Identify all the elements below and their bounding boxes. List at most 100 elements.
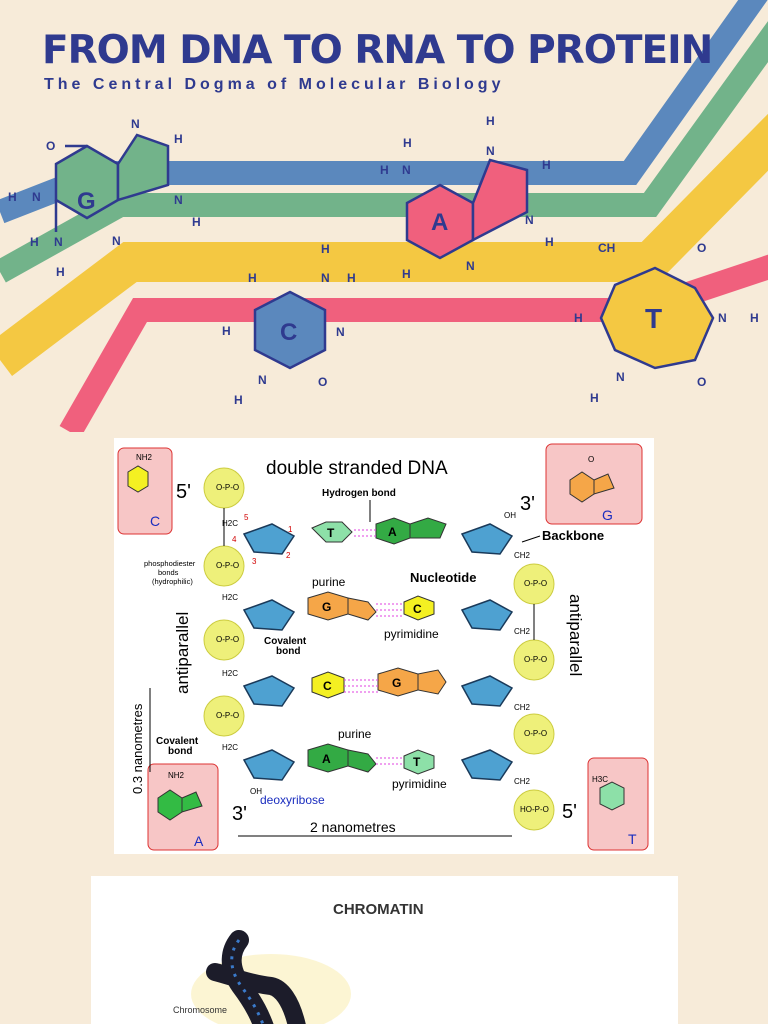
sugar-r1 xyxy=(460,523,514,555)
sugar-l4 xyxy=(242,749,296,781)
yellow-stripe xyxy=(0,113,768,376)
ch2-r4: CH2 xyxy=(514,777,531,786)
chromosome-illustration xyxy=(191,930,351,1024)
corner-c-letter: C xyxy=(150,513,160,529)
t-h-left: H xyxy=(574,311,583,325)
covalent-bond-label-1b: bond xyxy=(276,646,300,657)
svg-text:O-P-O: O-P-O xyxy=(216,711,239,720)
blue-stripe xyxy=(0,0,768,224)
t-ch: CH xyxy=(598,241,615,255)
t-n-right: N xyxy=(718,311,727,325)
h2c-4: H2C xyxy=(222,743,238,752)
chromatin-title: CHROMATIN xyxy=(333,901,424,918)
c-n-amine: N xyxy=(321,271,330,285)
a-letter: A xyxy=(431,209,448,236)
g-o: O xyxy=(46,139,55,153)
pyrimidine-label-top: pyrimidine xyxy=(384,627,439,641)
five-prime-top: 5' xyxy=(176,481,191,503)
corner-a-nh2: NH2 xyxy=(168,771,185,780)
oh-bottom-left: OH xyxy=(250,787,262,796)
covalent-bond-label-2b: bond xyxy=(168,746,192,757)
pair4-left: A xyxy=(322,752,331,766)
svg-text:O-P-O: O-P-O xyxy=(524,579,547,588)
page-title: FROM DNA TO RNA TO PROTEIN xyxy=(42,28,713,73)
c-n-bottom: N xyxy=(258,373,267,387)
a-h-amine-left: H xyxy=(380,163,389,177)
pyrimidine-label-bottom: pyrimidine xyxy=(392,777,447,791)
g-h-right: H xyxy=(174,132,183,146)
five-prime-bottom: 5' xyxy=(562,801,577,823)
deoxyribose-label: deoxyribose xyxy=(260,793,325,807)
covalent-bond-label-1: Covalent xyxy=(264,636,307,647)
a-n-top: N xyxy=(486,144,495,158)
chromosome-label: Chromosome xyxy=(173,1005,227,1015)
h2c-2: H2C xyxy=(222,593,238,602)
c-h-amine-right: H xyxy=(347,271,356,285)
carbon-2: 2 xyxy=(286,551,291,560)
corner-a-letter: A xyxy=(194,833,204,849)
antiparallel-right: antiparallel xyxy=(566,594,585,676)
corner-t-letter: T xyxy=(628,831,637,847)
double-stranded-dna-diagram: NH2 C O G NH2 A H3C T double stranded DN… xyxy=(114,438,654,854)
c-h-bottom: H xyxy=(234,393,243,407)
a-h-top: H xyxy=(486,114,495,128)
carbon-3: 3 xyxy=(252,557,257,566)
cytosine-molecule xyxy=(253,290,327,370)
sugar-l3 xyxy=(242,675,296,707)
t-h-right: H xyxy=(750,311,759,325)
pink-stripe xyxy=(59,254,768,438)
nanometres-2: 2 nanometres xyxy=(310,819,396,835)
phosphate-l3 xyxy=(203,619,245,661)
chromatin-panel: CHROMATIN Chromosome xyxy=(91,876,678,1024)
g-h-left: H xyxy=(8,190,17,204)
phosphodiester-label: phosphodiester xyxy=(144,559,196,568)
corner-g-letter: G xyxy=(602,507,613,523)
antiparallel-left: antiparallel xyxy=(173,612,192,694)
phosphate-r3 xyxy=(513,713,555,755)
a-n-bottom: N xyxy=(466,259,475,273)
oh-top-right: OH xyxy=(504,511,516,520)
g-h-amine: H xyxy=(30,235,39,249)
pair1-right: A xyxy=(388,525,397,539)
g-n-left: N xyxy=(32,190,41,204)
corner-t-h3c: H3C xyxy=(592,775,608,784)
covalent-bond-label-2: Covalent xyxy=(156,736,199,747)
base-t-4 xyxy=(403,749,435,775)
sugar-l1 xyxy=(242,523,296,555)
phosphate-r4 xyxy=(513,789,555,831)
a-n-amine: N xyxy=(402,163,411,177)
a-h-bottom: H xyxy=(402,267,411,281)
hydrogen-bond-label: Hydrogen bond xyxy=(322,488,396,499)
a-h-amine-top: H xyxy=(403,136,412,150)
phosphate-l4 xyxy=(203,695,245,737)
backbone-label: Backbone xyxy=(542,528,604,543)
dna-diagram-title: double stranded DNA xyxy=(266,458,448,479)
thymine-molecule xyxy=(599,266,715,370)
three-prime-top: 3' xyxy=(520,493,535,515)
pair1-left: T xyxy=(327,526,335,540)
a-h-right: H xyxy=(542,158,551,172)
c-n-right: N xyxy=(336,325,345,339)
h2c-1: H2C xyxy=(222,519,238,528)
pair2-left: G xyxy=(322,600,331,614)
base-c-2 xyxy=(403,595,435,621)
sugar-r3 xyxy=(460,675,514,707)
green-stripe xyxy=(0,21,768,283)
g-letter: G xyxy=(77,188,96,215)
g-n-bottom: N xyxy=(112,234,121,248)
c-h-left: H xyxy=(222,324,231,338)
adenine-molecule xyxy=(405,158,529,260)
g-h-nr: H xyxy=(192,215,201,229)
ch2-r1: CH2 xyxy=(514,551,531,560)
pair2-right: C xyxy=(413,602,422,616)
carbon-4: 4 xyxy=(232,535,237,544)
svg-text:O-P-O: O-P-O xyxy=(216,561,239,570)
g-n-amine: N xyxy=(54,235,63,249)
three-prime-bottom: 3' xyxy=(232,803,247,825)
t-h-bottom: H xyxy=(590,391,599,405)
phosphodiester-hydrophilic: (hydrophilic) xyxy=(152,577,193,586)
svg-text:O-P-O: O-P-O xyxy=(524,729,547,738)
g-n-top: N xyxy=(131,117,140,131)
carbon-5: 5 xyxy=(244,513,249,522)
c-o: O xyxy=(318,375,327,389)
